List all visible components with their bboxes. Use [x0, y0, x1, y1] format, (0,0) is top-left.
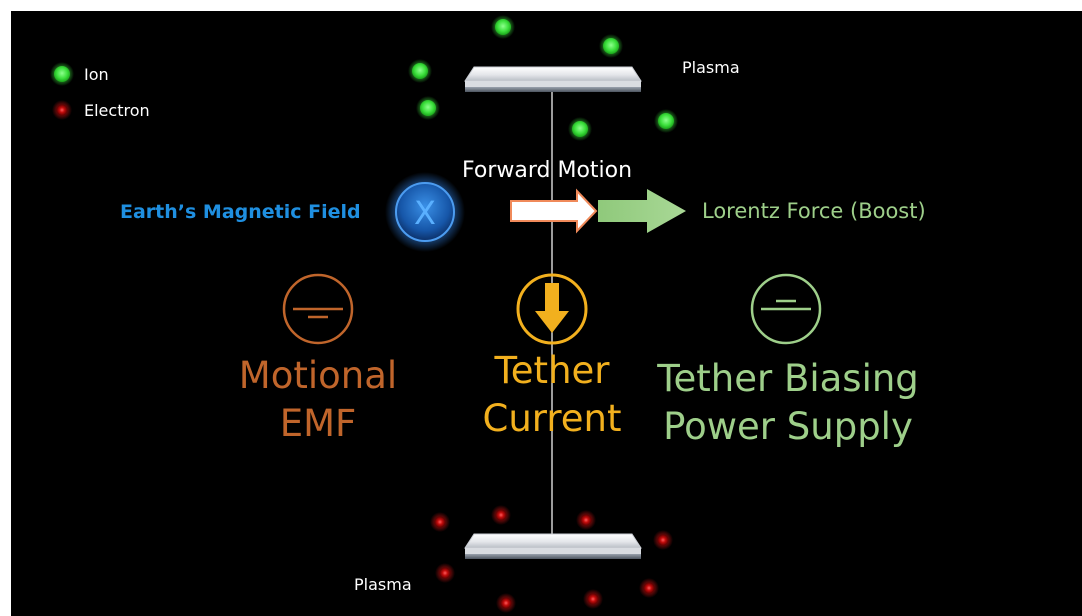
ion-icon [654, 109, 678, 133]
power-supply-line1: Tether Biasing [657, 357, 919, 400]
electron-icon [653, 530, 673, 550]
electron-particles [430, 505, 673, 613]
lorentz-force-arrow [598, 189, 686, 233]
legend-ion-icon [50, 62, 74, 86]
ion-icon [491, 15, 515, 39]
power-supply-label: Tether Biasing Power Supply [645, 355, 931, 451]
electron-icon [496, 593, 516, 613]
motional-emf-line2: EMF [279, 402, 357, 445]
motional-emf-label: Motional EMF [218, 352, 418, 448]
legend-electron-icon [52, 100, 72, 120]
legend-ion-label: Ion [84, 65, 109, 84]
ion-particles [408, 15, 678, 141]
power-supply-line2: Power Supply [663, 405, 913, 448]
legend-electron-label: Electron [84, 101, 150, 120]
electron-icon [491, 505, 511, 525]
ground-symbol-icon [282, 273, 354, 345]
slide: X Ion Electron Plasma Plasma Forward Mot… [11, 11, 1082, 616]
forward-motion-label: Forward Motion [462, 158, 633, 183]
ion-icon [568, 117, 592, 141]
top-endmass-plate [464, 66, 642, 92]
down-arrow-icon [516, 273, 588, 345]
motional-emf-line1: Motional [238, 354, 398, 397]
svg-text:X: X [414, 194, 436, 232]
tether-current-line1: Tether [494, 349, 610, 392]
magnetic-field-icon: X [385, 172, 465, 252]
diagram-canvas: X [50, 15, 822, 613]
electron-icon [576, 510, 596, 530]
plasma-top-label: Plasma [682, 58, 740, 77]
electron-icon [583, 589, 603, 609]
forward-motion-arrow [510, 188, 598, 234]
magnetic-field-label: Earth’s Magnetic Field [120, 201, 361, 223]
electron-icon [639, 578, 659, 598]
electron-icon [435, 563, 455, 583]
ion-icon [599, 34, 623, 58]
tether-current-label: Tether Current [457, 347, 647, 443]
ion-icon [416, 96, 440, 120]
tether-current-line2: Current [482, 397, 622, 440]
lorentz-force-label: Lorentz Force (Boost) [702, 199, 926, 223]
bottom-endmass-plate [464, 533, 642, 559]
ion-icon [408, 59, 432, 83]
dc-source-icon [750, 273, 822, 345]
plasma-bottom-label: Plasma [354, 575, 412, 594]
electron-icon [430, 512, 450, 532]
